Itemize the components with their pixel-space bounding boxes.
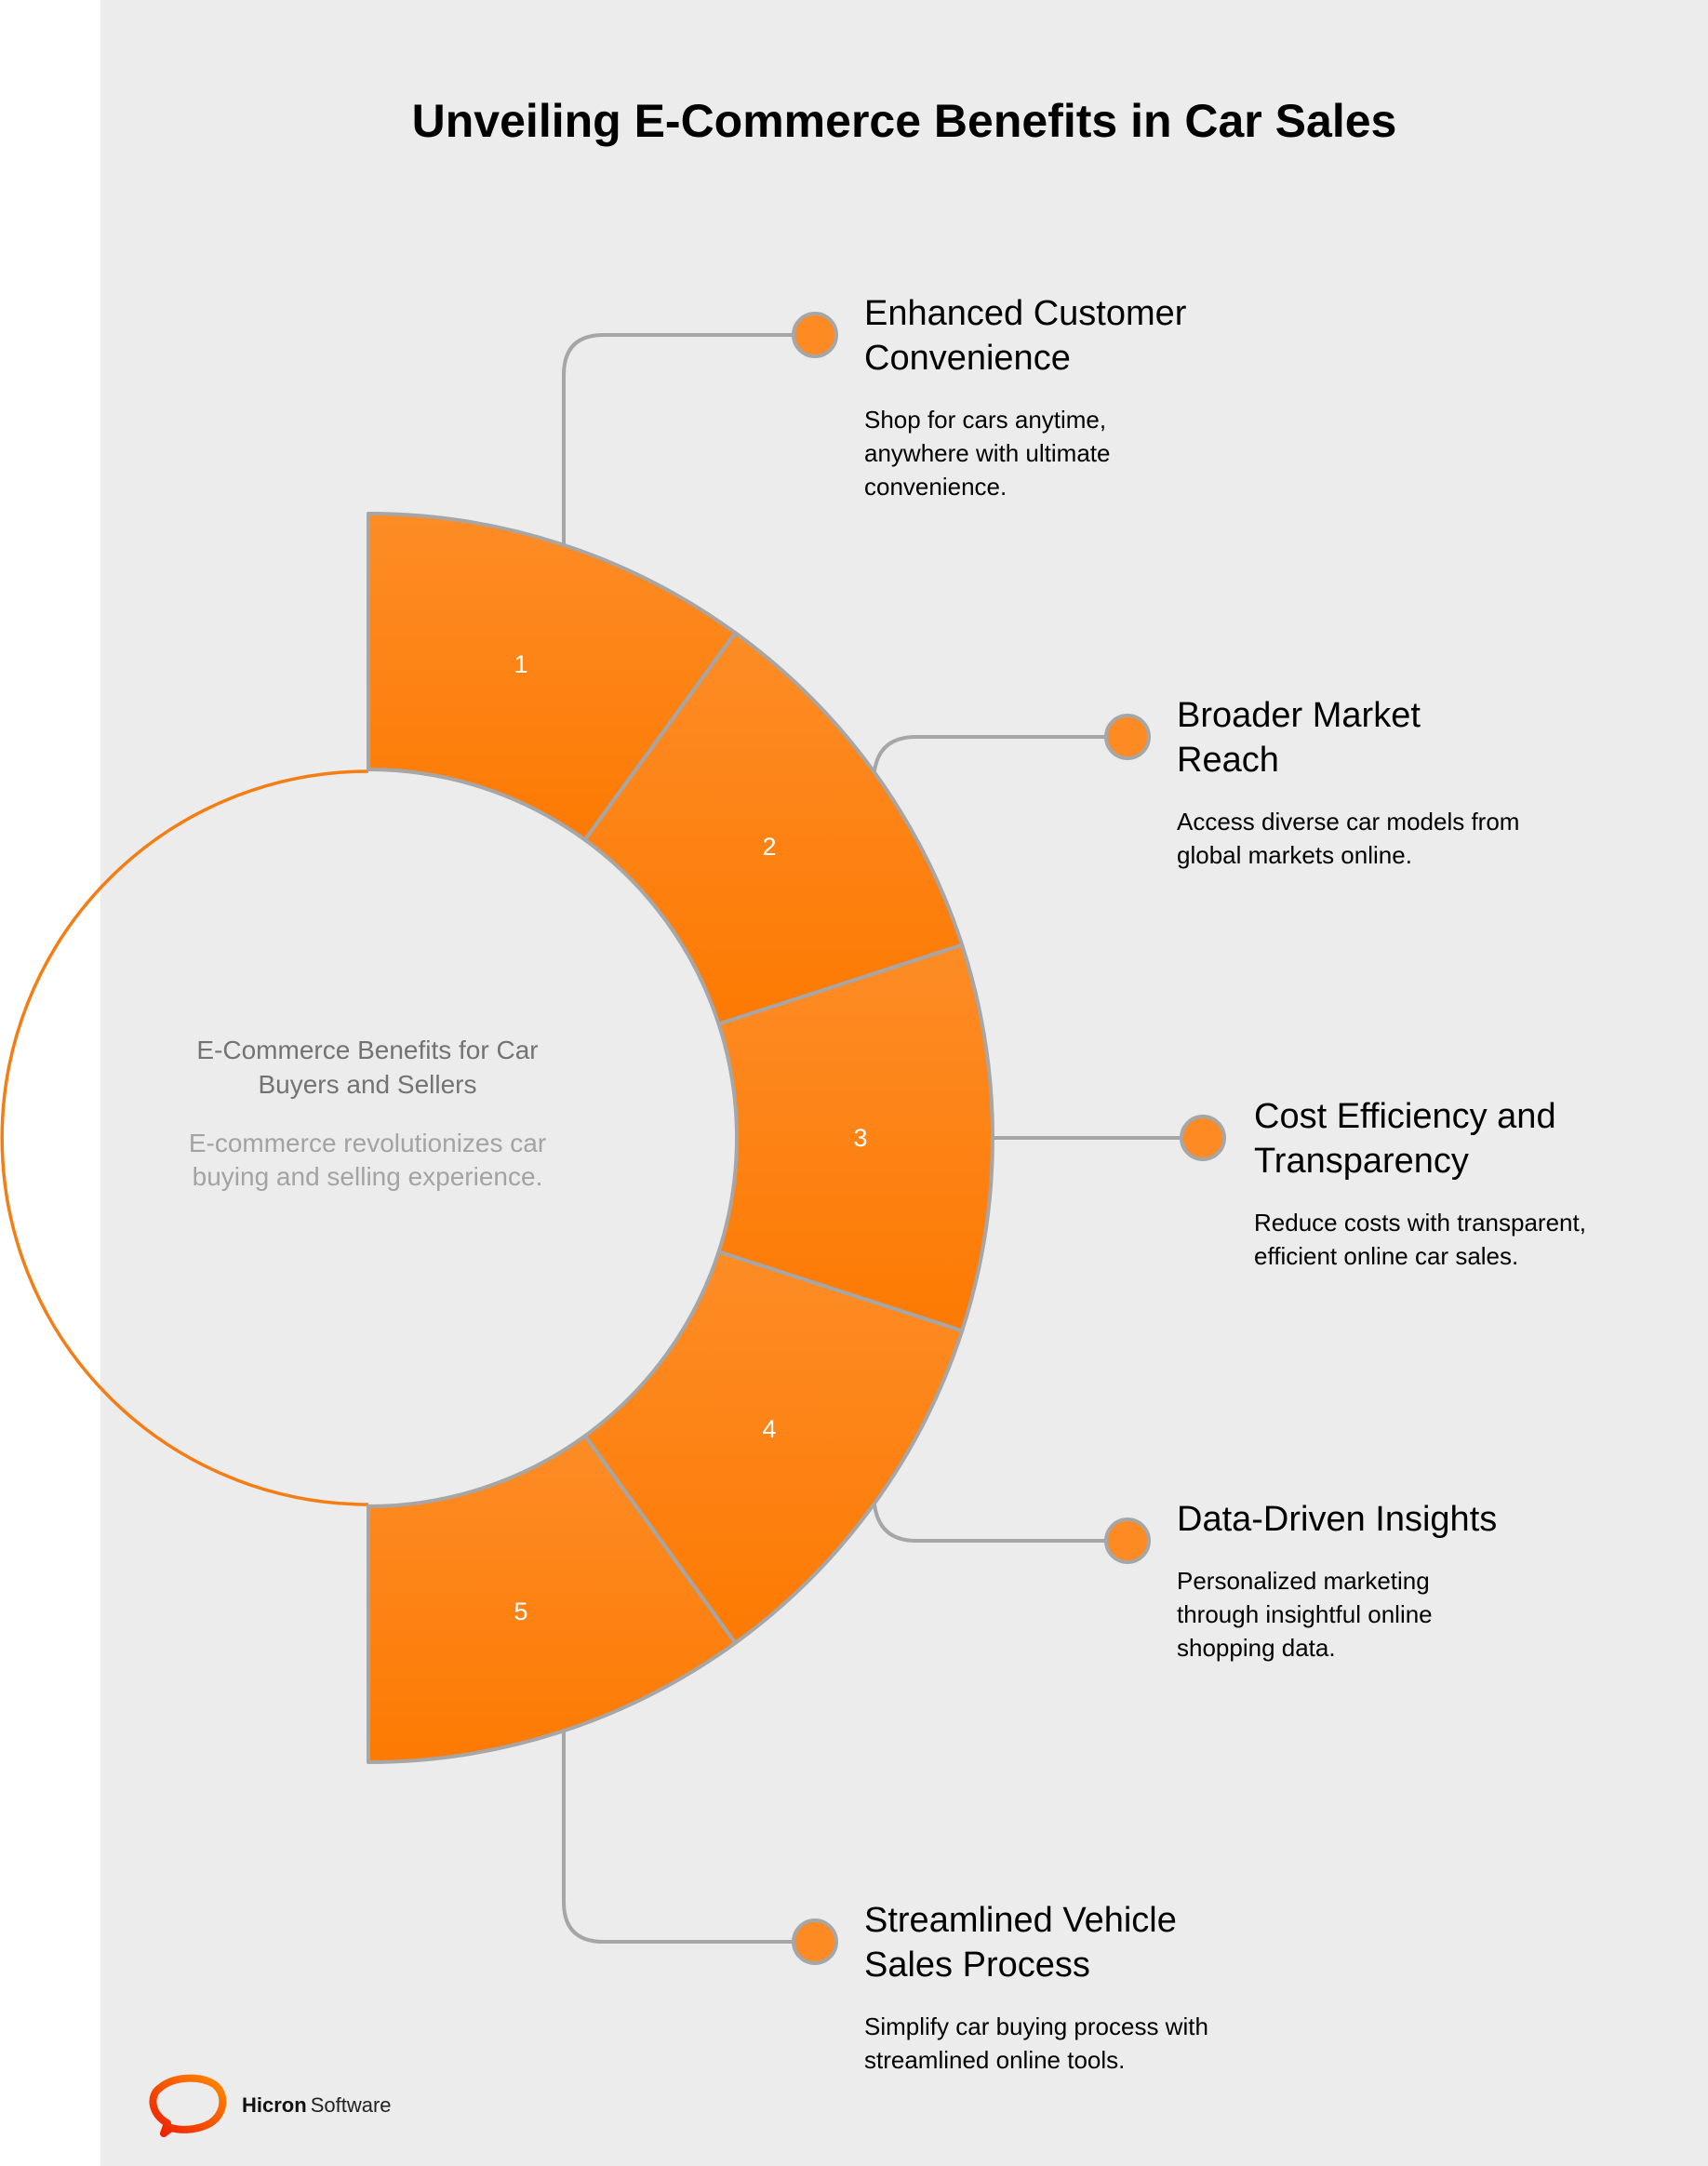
connector-4 bbox=[873, 1504, 1105, 1543]
item-description: Access diverse car models from global ma… bbox=[1177, 808, 1520, 869]
item-description: Reduce costs with transparent, efficient… bbox=[1254, 1209, 1586, 1270]
page-title: Unveiling E-Commerce Benefits in Car Sal… bbox=[411, 95, 1397, 147]
segment-number-3: 3 bbox=[853, 1124, 868, 1152]
logo-brand-bold: Hicron bbox=[242, 2093, 307, 2117]
benefit-item-5: Streamlined Vehicle Sales Process Simpli… bbox=[864, 1898, 1236, 2077]
center-circle-outline bbox=[0, 769, 369, 1506]
logo-icon bbox=[149, 2074, 227, 2137]
item-dot-2 bbox=[1104, 714, 1151, 760]
ring-segment-5 bbox=[367, 1434, 738, 1764]
segment-number-1: 1 bbox=[514, 650, 528, 678]
benefit-item-1: Enhanced Customer Convenience Shop for c… bbox=[864, 291, 1236, 503]
item-description: Shop for cars anytime, anywhere with ult… bbox=[864, 406, 1111, 501]
item-title: Enhanced Customer Convenience bbox=[864, 294, 1187, 378]
benefit-item-2: Broader Market Reach Access diverse car … bbox=[1177, 693, 1519, 872]
item-dot-5 bbox=[792, 1919, 838, 1965]
item-dot-3 bbox=[1180, 1115, 1226, 1161]
item-title: Data-Driven Insights bbox=[1177, 1500, 1498, 1539]
connector-5 bbox=[562, 1731, 793, 1944]
ring-segments bbox=[367, 512, 995, 1764]
item-title: Streamlined Vehicle Sales Process bbox=[864, 1901, 1177, 1985]
center-description: E-commerce revolutionizes car buying and… bbox=[188, 1129, 547, 1191]
logo-brand-light: Software bbox=[310, 2093, 392, 2117]
center-hub: E-Commerce Benefits for Car Buyers and S… bbox=[181, 1033, 554, 1194]
center-title: E-Commerce Benefits for Car Buyers and S… bbox=[196, 1036, 539, 1099]
item-dot-4 bbox=[1104, 1518, 1151, 1564]
segment-number-2: 2 bbox=[762, 833, 777, 861]
benefit-item-4: Data-Driven Insights Personalized market… bbox=[1177, 1497, 1568, 1665]
item-description: Personalized marketing through insightfu… bbox=[1177, 1567, 1433, 1662]
item-description: Simplify car buying process with streaml… bbox=[864, 2012, 1208, 2074]
connector-1 bbox=[562, 333, 793, 544]
connectors bbox=[562, 333, 1181, 1944]
connector-2 bbox=[873, 735, 1105, 772]
segment-number-5: 5 bbox=[514, 1598, 528, 1625]
benefit-item-3: Cost Efficiency and Transparency Reduce … bbox=[1254, 1094, 1626, 1273]
item-title: Broader Market Reach bbox=[1177, 696, 1421, 780]
item-title: Cost Efficiency and Transparency bbox=[1254, 1097, 1556, 1181]
segment-number-4: 4 bbox=[762, 1415, 777, 1443]
item-dot-1 bbox=[792, 312, 838, 358]
